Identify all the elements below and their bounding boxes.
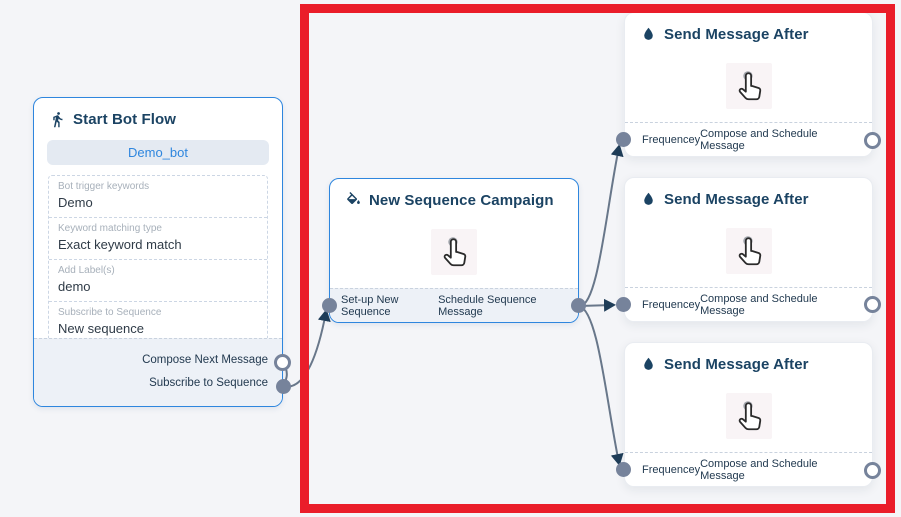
hand-pointer-icon — [732, 69, 766, 103]
node-header: Send Message After — [625, 343, 872, 379]
water-drop-icon — [640, 191, 657, 208]
port-send3-input[interactable] — [616, 462, 631, 477]
node-title: Send Message After — [664, 26, 809, 43]
port-send3-output[interactable] — [864, 462, 881, 479]
input-frequency: Frequencey — [642, 133, 701, 146]
output-compose-next-message: Compose Next Message — [142, 354, 268, 366]
node-title: Send Message After — [664, 191, 809, 208]
hand-pointer-icon — [437, 235, 471, 269]
port-campaign-input[interactable] — [322, 298, 337, 313]
node-send-message-after-3[interactable]: Send Message After Frequencey Compose an… — [624, 342, 873, 487]
edge-start-to-campaign[interactable] — [280, 309, 331, 388]
port-compose-next-message[interactable] — [274, 354, 291, 371]
node-send-message-after-1[interactable]: Send Message After Frequencey Compose an… — [624, 12, 873, 157]
node-header: Send Message After — [625, 178, 872, 214]
node-header: Start Bot Flow — [34, 98, 282, 134]
click-target[interactable] — [725, 62, 772, 109]
field-value: New sequence — [58, 321, 144, 336]
node-body — [625, 379, 872, 452]
field-bot-trigger-keywords[interactable]: Bot trigger keywords Demo — [49, 176, 267, 218]
node-output-section: Frequencey Compose and Schedule Message — [625, 122, 872, 156]
hand-pointer-icon — [732, 234, 766, 268]
node-title: New Sequence Campaign — [369, 192, 554, 209]
field-label: Add Label(s) — [58, 265, 115, 276]
node-title: Start Bot Flow — [73, 111, 177, 128]
node-body — [625, 49, 872, 122]
field-label: Subscribe to Sequence — [58, 307, 162, 318]
port-send1-output[interactable] — [864, 132, 881, 149]
field-subscribe-to-sequence[interactable]: Subscribe to Sequence New sequence — [49, 302, 267, 343]
input-frequency: Frequencey — [642, 298, 701, 311]
field-value: Demo — [58, 195, 93, 210]
field-value: demo — [58, 279, 91, 294]
field-keyword-matching-type[interactable]: Keyword matching type Exact keyword matc… — [49, 218, 267, 260]
water-drop-icon — [640, 356, 657, 373]
node-title: Send Message After — [664, 356, 809, 373]
paint-bucket-icon — [345, 192, 362, 209]
field-label: Bot trigger keywords — [58, 181, 150, 192]
water-drop-icon — [640, 26, 657, 43]
field-list: Bot trigger keywords Demo Keyword matchi… — [48, 175, 268, 344]
node-header: Send Message After — [625, 13, 872, 49]
edge-campaign-to-send-1[interactable] — [578, 144, 624, 308]
walking-person-icon — [49, 111, 66, 128]
node-start-bot-flow[interactable]: Start Bot Flow Demo_bot Bot trigger keyw… — [33, 97, 283, 407]
node-new-sequence-campaign[interactable]: New Sequence Campaign Set-up New Sequenc… — [329, 178, 579, 323]
node-body — [625, 214, 872, 287]
click-target[interactable] — [725, 227, 772, 274]
port-send1-input[interactable] — [616, 132, 631, 147]
field-add-labels[interactable]: Add Label(s) demo — [49, 260, 267, 302]
bot-name-button[interactable]: Demo_bot — [47, 140, 269, 165]
node-output-section: Compose Next Message Subscribe to Sequen… — [34, 338, 282, 406]
edge-campaign-to-send-3[interactable] — [578, 305, 624, 466]
click-target[interactable] — [725, 392, 772, 439]
field-label: Keyword matching type — [58, 223, 162, 234]
input-frequency: Frequencey — [642, 463, 701, 476]
output-compose-and-schedule-message: Compose and Schedule Message — [700, 127, 818, 152]
output-compose-and-schedule-message: Compose and Schedule Message — [700, 292, 818, 317]
node-body — [330, 215, 578, 288]
hand-pointer-icon — [732, 399, 766, 433]
output-setup-new-sequence: Set-up New Sequence — [341, 293, 399, 318]
output-subscribe-to-sequence: Subscribe to Sequence — [149, 377, 268, 389]
port-subscribe-to-sequence[interactable] — [276, 379, 291, 394]
node-output-section: Frequencey Compose and Schedule Message — [625, 287, 872, 321]
node-header: New Sequence Campaign — [330, 179, 578, 215]
port-campaign-output[interactable] — [571, 298, 586, 313]
node-send-message-after-2[interactable]: Send Message After Frequencey Compose an… — [624, 177, 873, 322]
port-send2-input[interactable] — [616, 297, 631, 312]
output-schedule-sequence-message: Schedule Sequence Message — [438, 293, 537, 318]
output-compose-and-schedule-message: Compose and Schedule Message — [700, 457, 818, 482]
field-value: Exact keyword match — [58, 237, 182, 252]
port-send2-output[interactable] — [864, 296, 881, 313]
click-target[interactable] — [431, 228, 477, 275]
node-output-section: Frequencey Compose and Schedule Message — [625, 452, 872, 486]
node-output-section: Set-up New Sequence Schedule Sequence Me… — [330, 288, 578, 322]
